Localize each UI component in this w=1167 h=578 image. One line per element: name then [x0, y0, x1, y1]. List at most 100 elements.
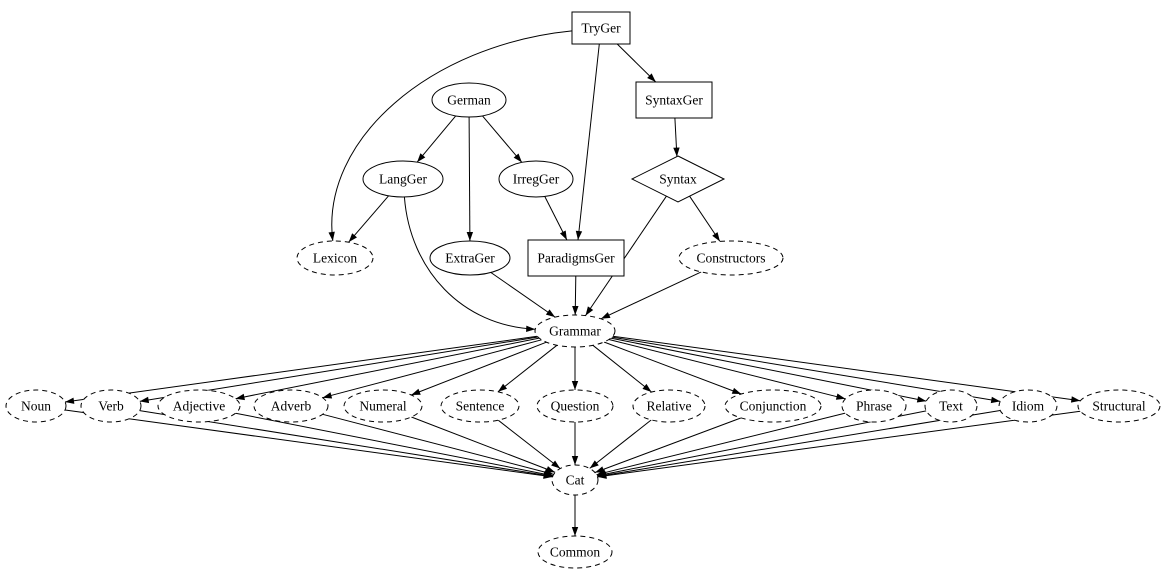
node-Conjunction: Conjunction — [724, 389, 822, 423]
edge-Grammar-Noun — [64, 335, 538, 404]
Relative-label: Relative — [647, 398, 692, 413]
Common-label: Common — [550, 544, 601, 559]
Adverb-label: Adverb — [271, 398, 312, 413]
Numeral-shape — [343, 389, 423, 423]
Verb-label: Verb — [98, 398, 124, 413]
Adjective-shape — [157, 389, 241, 423]
edge-Noun-Cat — [65, 409, 553, 479]
node-ParadigmsGer: ParadigmsGer — [527, 239, 625, 277]
TryGer-label: TryGer — [581, 20, 621, 35]
Verb-shape — [80, 389, 142, 423]
node-Syntax: Syntax — [630, 155, 726, 203]
Question-shape — [536, 389, 614, 423]
LangGer-label: LangGer — [379, 171, 427, 186]
edge-Adverb-Cat — [322, 413, 554, 476]
node-Adjective: Adjective — [157, 389, 241, 423]
edge-Grammar-Structural — [612, 335, 1081, 403]
node-LangGer: LangGer — [362, 160, 444, 198]
Constructors-label: Constructors — [697, 250, 766, 265]
node-SyntaxGer: SyntaxGer — [635, 81, 713, 119]
edge-SyntaxGer-Syntax — [673, 117, 680, 157]
edge-Grammar-Adjective — [235, 337, 540, 401]
Noun-label: Noun — [21, 398, 51, 413]
node-IrregGer: IrregGer — [498, 160, 574, 198]
node-Sentence: Sentence — [440, 389, 520, 423]
node-Adverb: Adverb — [253, 389, 329, 423]
edge-Grammar-Conjunction — [603, 341, 742, 395]
edge-Grammar-Adverb — [322, 339, 542, 399]
Common-shape — [537, 535, 613, 569]
node-Common: Common — [537, 535, 613, 569]
Relative-shape — [632, 389, 706, 423]
edge-Grammar-Relative — [592, 344, 652, 393]
edges-layer — [64, 30, 1081, 536]
Cat-shape — [551, 464, 599, 496]
Lexicon-shape — [296, 240, 374, 276]
edge-German-LangGer — [416, 115, 457, 163]
ParadigmsGer-shape — [527, 239, 625, 277]
Idiom-label: Idiom — [1012, 398, 1045, 413]
node-Numeral: Numeral — [343, 389, 423, 423]
Conjunction-shape — [724, 389, 822, 423]
edge-TryGer-ParadigmsGer — [575, 43, 600, 241]
SyntaxGer-shape — [635, 81, 713, 119]
edge-IrregGer-ParadigmsGer — [544, 196, 568, 241]
Phrase-label: Phrase — [856, 398, 892, 413]
edge-Grammar-Idiom — [611, 336, 1001, 404]
SyntaxGer-label: SyntaxGer — [645, 92, 703, 107]
ExtraGer-shape — [429, 240, 511, 276]
German-label: German — [447, 92, 491, 107]
node-German: German — [431, 82, 507, 118]
Adverb-shape — [253, 389, 329, 423]
node-Constructors: Constructors — [678, 240, 784, 276]
IrregGer-shape — [498, 160, 574, 198]
node-Question: Question — [536, 389, 614, 423]
Lexicon-label: Lexicon — [313, 250, 357, 265]
edge-Relative-Cat — [589, 419, 652, 469]
Constructors-shape — [678, 240, 784, 276]
Structural-shape — [1077, 389, 1161, 423]
ParadigmsGer-label: ParadigmsGer — [537, 250, 615, 265]
Text-shape — [924, 389, 978, 423]
edge-ExtraGer-Grammar — [490, 272, 556, 318]
node-Structural: Structural — [1077, 389, 1161, 423]
Structural-label: Structural — [1092, 398, 1145, 413]
IrregGer-label: IrregGer — [513, 171, 560, 186]
Adjective-label: Adjective — [173, 398, 225, 413]
Idiom-shape — [998, 389, 1058, 423]
Phrase-shape — [841, 389, 907, 423]
edge-TryGer-SyntaxGer — [616, 43, 657, 83]
node-Verb: Verb — [80, 389, 142, 423]
edge-Conjunction-Cat — [594, 417, 742, 473]
edge-German-IrregGer — [482, 115, 523, 163]
Sentence-shape — [440, 389, 520, 423]
edge-ParadigmsGer-Grammar — [572, 275, 579, 316]
ExtraGer-label: ExtraGer — [445, 250, 495, 265]
edge-Adjective-Cat — [235, 412, 554, 478]
edge-Sentence-Cat — [497, 419, 561, 469]
edge-Syntax-Constructors — [689, 195, 721, 242]
node-Text: Text — [924, 389, 978, 423]
node-Idiom: Idiom — [998, 389, 1058, 423]
node-Grammar: Grammar — [534, 314, 616, 348]
node-Lexicon: Lexicon — [296, 240, 374, 276]
edge-Syntax-Grammar — [585, 195, 667, 316]
Grammar-label: Grammar — [549, 323, 601, 338]
Numeral-label: Numeral — [359, 398, 406, 413]
Sentence-label: Sentence — [456, 398, 505, 413]
edge-Idiom-Cat — [597, 410, 1001, 479]
edge-LangGer-Lexicon — [348, 195, 389, 243]
edge-Constructors-Grammar — [600, 271, 702, 320]
LangGer-shape — [362, 160, 444, 198]
node-ExtraGer: ExtraGer — [429, 240, 511, 276]
Cat-label: Cat — [566, 472, 585, 487]
Syntax-label: Syntax — [659, 171, 697, 186]
German-shape — [431, 82, 507, 118]
TryGer-shape — [571, 11, 631, 45]
edge-Grammar-Phrase — [608, 339, 846, 400]
node-TryGer: TryGer — [571, 11, 631, 45]
edge-LangGer-Grammar — [403, 196, 536, 332]
Noun-shape — [5, 389, 67, 423]
